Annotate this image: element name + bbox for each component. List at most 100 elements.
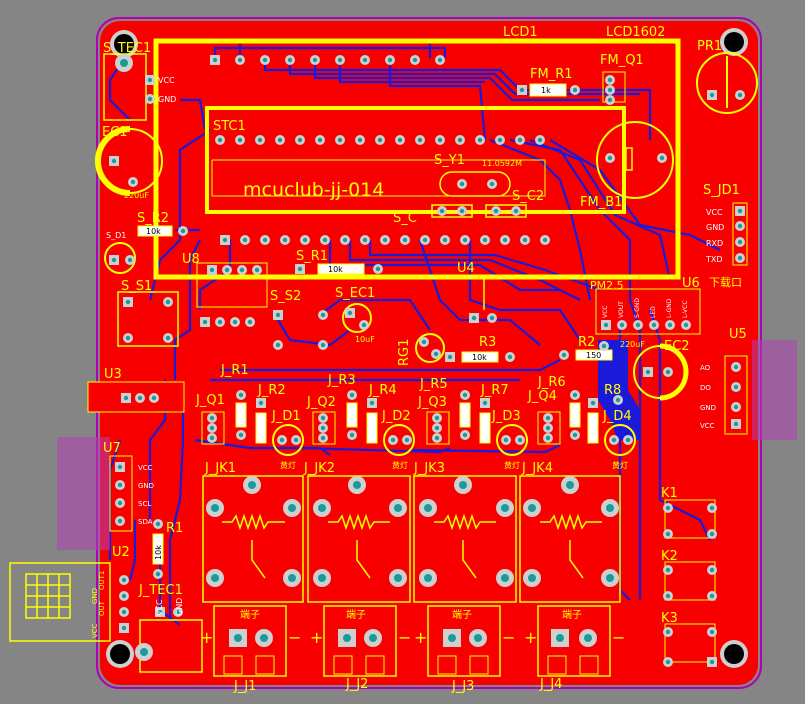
label-lcd1: LCD1 <box>503 25 538 40</box>
stc1-body <box>211 159 546 197</box>
buzzer-fm-b1 <box>596 121 674 199</box>
label-minus-4: − <box>612 628 625 647</box>
r1-body <box>152 533 164 565</box>
label-s-d1: S_D1 <box>106 231 126 240</box>
relay-leds <box>272 424 636 456</box>
fm-r1-body <box>529 83 567 97</box>
label-k1: K1 <box>661 486 678 501</box>
label-u6-pin-2: VOUT <box>618 301 625 318</box>
mounting-hole-br <box>720 640 748 668</box>
label-s-c: S_C <box>393 211 417 226</box>
label-j-d2: J_D2 <box>381 409 411 424</box>
s-ec1-cap <box>342 303 372 333</box>
label-s-y1: S_Y1 <box>434 153 465 168</box>
label-u5: U5 <box>729 327 747 342</box>
label-minus-1: − <box>288 628 301 647</box>
label-u6-pin-4: LED <box>650 306 657 318</box>
pr1-outline <box>696 52 758 114</box>
s-jd1-header <box>732 202 748 266</box>
label-j-r7: J_R7 <box>480 383 509 398</box>
label-download-port: 下载口 <box>709 276 742 289</box>
label-fm-r1: FM_R1 <box>530 67 573 82</box>
label-j-q4: J_Q4 <box>527 389 557 404</box>
label-led-1: 黄灯 <box>280 460 296 470</box>
label-jtec-gnd: GND <box>175 598 184 616</box>
label-jd-txd: TXD <box>705 255 723 264</box>
label-jd-rxd: RXD <box>706 239 723 248</box>
label-j-r6: J_R6 <box>537 375 566 390</box>
relay-driver-transistors <box>201 411 561 445</box>
label-u6-pin-6: L-VCC <box>682 300 689 318</box>
label-j-jk1: J_JK1 <box>204 461 236 476</box>
mounting-hole-tr <box>720 28 748 56</box>
label-plus-4: + <box>524 628 537 647</box>
label-j-q1: J_Q1 <box>195 393 225 408</box>
s-tec1-outline <box>103 53 147 121</box>
label-lcd1602: LCD1602 <box>606 25 665 40</box>
label-ec1: EC1 <box>102 125 128 140</box>
label-u7-pin-4: SDA <box>138 518 153 526</box>
s-r1-body <box>317 263 365 275</box>
terminals <box>213 605 611 677</box>
label-u6-pin-1: VCC <box>602 306 609 318</box>
label-u2-pin-2: OUT <box>98 600 106 616</box>
label-ec1-value: 220uF <box>124 191 149 200</box>
label-j-jk3: J_JK3 <box>413 461 445 476</box>
label-u5-pin-1: AO <box>700 364 711 372</box>
label-ec2: EC2 <box>664 339 690 354</box>
label-terminal-3: 端子 <box>452 608 472 621</box>
label-u6-pin-5: L-GND <box>666 298 673 318</box>
copper-island <box>598 340 640 440</box>
label-s-r2-value: 10k <box>146 227 161 236</box>
label-r1-value: 10k <box>154 545 163 560</box>
r2-body <box>575 349 613 361</box>
u8-module <box>196 262 268 308</box>
label-rg1: RG1 <box>397 339 412 366</box>
label-u2: U2 <box>112 545 130 560</box>
label-u2-pin-3: GND <box>91 588 99 604</box>
label-jtec-vcc: VCC <box>155 599 164 616</box>
label-tec-vcc: VCC <box>158 76 175 85</box>
label-minus-2: − <box>398 628 411 647</box>
label-u2-pin-4: OUT1 <box>98 571 106 590</box>
label-led-2: 黄灯 <box>392 460 408 470</box>
label-u3: U3 <box>104 367 122 382</box>
label-j-d1: J_D1 <box>271 409 301 424</box>
label-j-r3: J_R3 <box>327 373 356 388</box>
label-jd-vcc: VCC <box>706 208 723 217</box>
relay-driver-resistors <box>235 390 599 444</box>
mounting-hole-bl <box>106 640 134 668</box>
label-j-q3: J_Q3 <box>417 395 447 410</box>
label-u5-pin-4: VCC <box>700 422 715 430</box>
label-j-j3: J_J3 <box>451 679 474 694</box>
label-j-d4: J_D4 <box>602 409 632 424</box>
u6-pm25-header <box>595 288 701 335</box>
label-s-r1-value: 10k <box>328 265 343 274</box>
label-r1: R1 <box>166 521 183 536</box>
label-j-q2: J_Q2 <box>306 395 336 410</box>
label-u8: U8 <box>182 252 200 267</box>
u7-header <box>109 455 133 532</box>
label-terminal-2: 端子 <box>346 608 366 621</box>
label-terminal-4: 端子 <box>562 608 582 621</box>
label-s-s2: S_S2 <box>270 289 301 304</box>
label-stc1: STC1 <box>213 119 246 134</box>
label-fm-b1: FM_B1 <box>580 195 622 210</box>
s-s1-button <box>117 291 179 347</box>
stc1-outline <box>205 106 626 214</box>
label-u6: U6 <box>682 276 700 291</box>
u2-grid-icon <box>25 573 71 619</box>
label-s-tec1: S_TEC1 <box>103 41 151 56</box>
label-r3-value: 10k <box>472 353 487 362</box>
label-ec2-value: 220uF <box>620 340 645 349</box>
label-j-r5: J_R5 <box>419 377 448 392</box>
label-j-j4: J_J4 <box>539 677 562 692</box>
label-terminal-1: 端子 <box>240 608 260 621</box>
label-s-ec1-value: 10uF <box>355 335 375 344</box>
cap-s-c2 <box>485 204 527 218</box>
label-j-jk4: J_JK4 <box>521 461 553 476</box>
label-s-r1: S_R1 <box>296 249 328 264</box>
label-r3: R3 <box>479 335 496 350</box>
label-fm-q1: FM_Q1 <box>600 53 644 68</box>
